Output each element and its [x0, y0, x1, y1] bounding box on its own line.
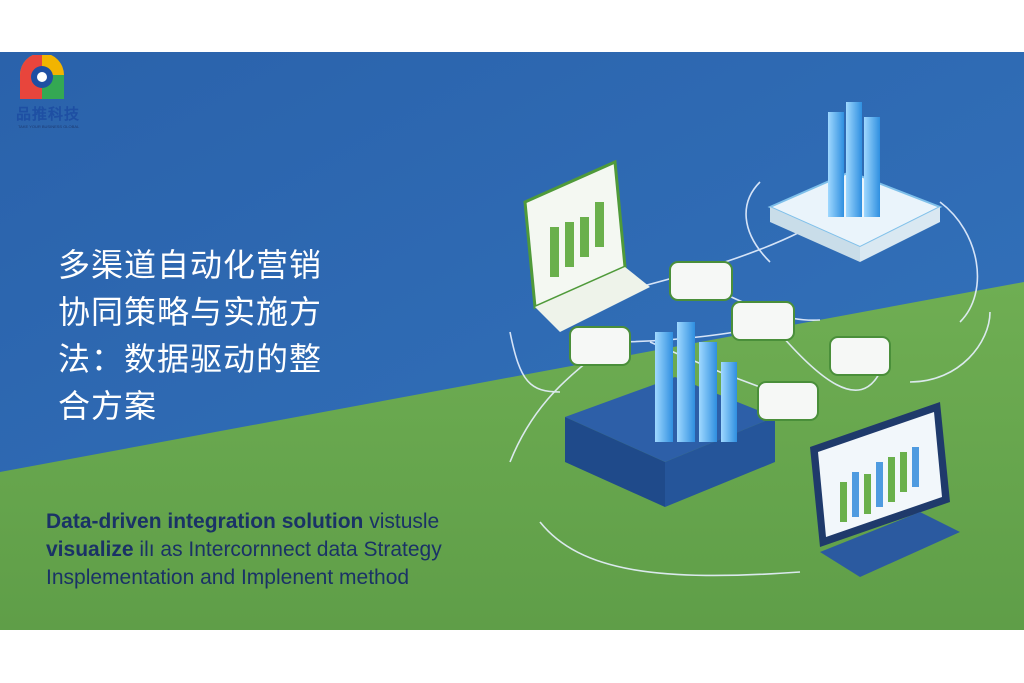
brand-tagline: TAKE YOUR BUSINESS GLOBAL	[18, 124, 80, 129]
subtitle: Data-driven integration solution vistusl…	[46, 508, 566, 592]
subtitle-line-3: Insplementation and Implenent method	[46, 566, 410, 589]
title-line-1: 多渠道自动化营销	[58, 246, 323, 284]
hero-banner: 品推科技 TAKE YOUR BUSINESS GLOBAL 多渠道自动化营销 …	[0, 52, 1024, 630]
title-line-2: 协同策略与实施方	[58, 293, 323, 331]
server-tower-center	[565, 322, 775, 507]
network-nodes	[569, 261, 891, 421]
subtitle-line-1: Data-driven integration solution vistusl…	[46, 508, 566, 536]
banner-illustration	[0, 52, 1024, 630]
title-line-3: 法：数据驱动的整	[58, 340, 323, 378]
subtitle-line-2: visualize ilı as Intercornnect data Stra…	[46, 536, 566, 564]
subtitle-line-1-rest: vistusle	[363, 510, 440, 533]
page-title: 多渠道自动化营销 协同策略与实施方 法：数据驱动的整 合方案	[58, 242, 398, 430]
chart-panel	[523, 159, 650, 332]
subtitle-line-1-bold: Data-driven integration solution	[46, 510, 364, 533]
logo-icon	[20, 53, 64, 99]
title-line-4: 合方案	[58, 387, 158, 425]
monitor	[810, 402, 960, 577]
subtitle-line-2-rest: ilı as Intercornnect data Strategy	[133, 538, 442, 561]
brand-name: 品推科技	[16, 105, 81, 123]
brand-logo[interactable]: 品推科技 TAKE YOUR BUSINESS GLOBAL	[16, 53, 116, 133]
subtitle-line-2-bold: visualize	[46, 538, 134, 561]
server-tower-top	[767, 102, 943, 262]
